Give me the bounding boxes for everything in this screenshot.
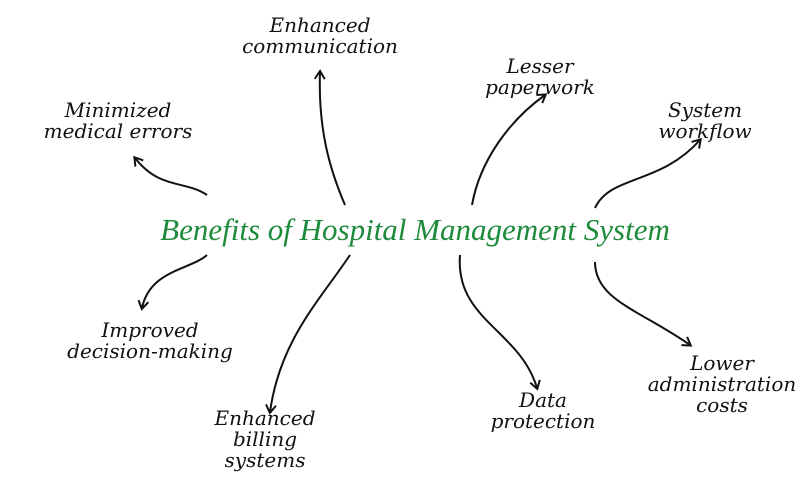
benefit-lower-administration-costs: Lower administration costs — [648, 353, 797, 416]
arrow-billing — [265, 254, 351, 415]
label-line: protection — [490, 409, 596, 433]
arrow-communication — [313, 69, 346, 206]
benefit-data-protection: Data protection — [491, 390, 596, 432]
arrow-admin — [594, 261, 693, 347]
benefit-improved-decision-making: Improved decision-making — [67, 320, 233, 362]
benefit-enhanced-communication: Enhanced communication — [242, 15, 398, 57]
label-line: communication — [242, 34, 398, 58]
arrow-decision — [137, 254, 208, 311]
arrow-data — [458, 254, 541, 391]
label-line: Minimized — [64, 98, 172, 122]
benefit-system-workflow: System workflow — [658, 100, 751, 142]
benefit-minimized-medical-errors: Minimized medical errors — [44, 100, 193, 142]
label-line: medical errors — [43, 119, 193, 143]
label-line: costs — [696, 393, 748, 417]
label-line: System — [667, 98, 743, 122]
label-line: decision-making — [67, 339, 233, 363]
benefit-lesser-paperwork: Lesser paperwork — [485, 56, 595, 98]
label-line: Enhanced — [269, 13, 371, 37]
benefit-enhanced-billing-systems: Enhanced billing systems — [214, 408, 315, 471]
diagram-title: Benefits of Hospital Management System — [160, 212, 670, 247]
label-line: Data — [519, 388, 567, 412]
arrow-medical-errors — [133, 155, 208, 196]
label-line: administration — [647, 372, 797, 396]
label-line: Enhanced — [214, 406, 316, 430]
label-line: billing — [232, 427, 298, 451]
label-line: Improved — [101, 318, 199, 342]
label-line: Lower — [690, 351, 754, 375]
label-line: systems — [224, 448, 306, 472]
label-line: Lesser — [506, 54, 574, 78]
arrow-workflow — [594, 137, 702, 209]
arrow-paperwork — [471, 93, 548, 206]
label-line: workflow — [658, 119, 752, 143]
label-line: paperwork — [485, 75, 595, 99]
